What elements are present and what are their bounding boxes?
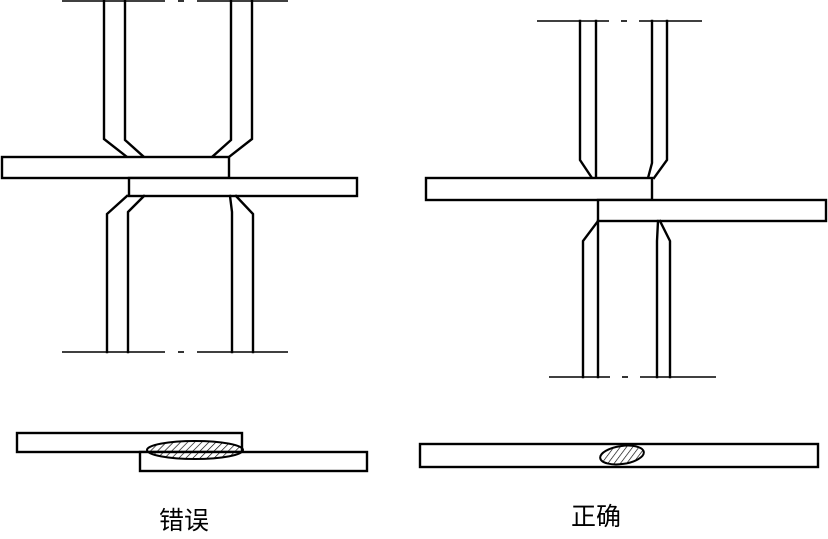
correct-weld-result (418, 442, 820, 469)
correct-upper-inner-right (646, 19, 654, 180)
wrong-lower-plate (127, 176, 359, 198)
correct-upper-plate (424, 176, 654, 202)
wrong-lower-inner-right (228, 194, 234, 354)
correct-upper-electrode (537, 19, 702, 180)
wrong-upper-electrode (62, 0, 288, 159)
wrong-lower-inner-left (126, 194, 146, 354)
wrong-weld-nugget (146, 440, 244, 460)
wrong-weld-result (15, 431, 369, 473)
wrong-upper-outer-right (227, 0, 254, 159)
correct-upper-outer-left (578, 19, 594, 180)
wrong-upper-inner-left (123, 0, 146, 159)
wrong-setup (0, 0, 359, 354)
wrong-upper-inner-right (210, 0, 233, 159)
correct-lower-electrode (549, 219, 716, 379)
correct-lower-plate (596, 198, 828, 223)
wrong-upper-outer-left (102, 0, 129, 159)
correct-lower-outer-right (658, 219, 672, 379)
wrong-lower-electrode (62, 194, 288, 354)
correct-setup (424, 19, 828, 379)
wrong-upper-plate (0, 155, 231, 180)
wrong-caption: 错误 (159, 506, 210, 535)
correct-weld-nugget (599, 444, 645, 466)
correct-upper-outer-right (652, 19, 669, 180)
correct-lower-outer-left (581, 219, 600, 379)
wrong-lower-outer-left (105, 194, 129, 354)
wrong-lower-outer-right (234, 194, 255, 354)
correct-caption: 正确 (571, 502, 622, 531)
correct-lower-inner-right (655, 219, 660, 379)
